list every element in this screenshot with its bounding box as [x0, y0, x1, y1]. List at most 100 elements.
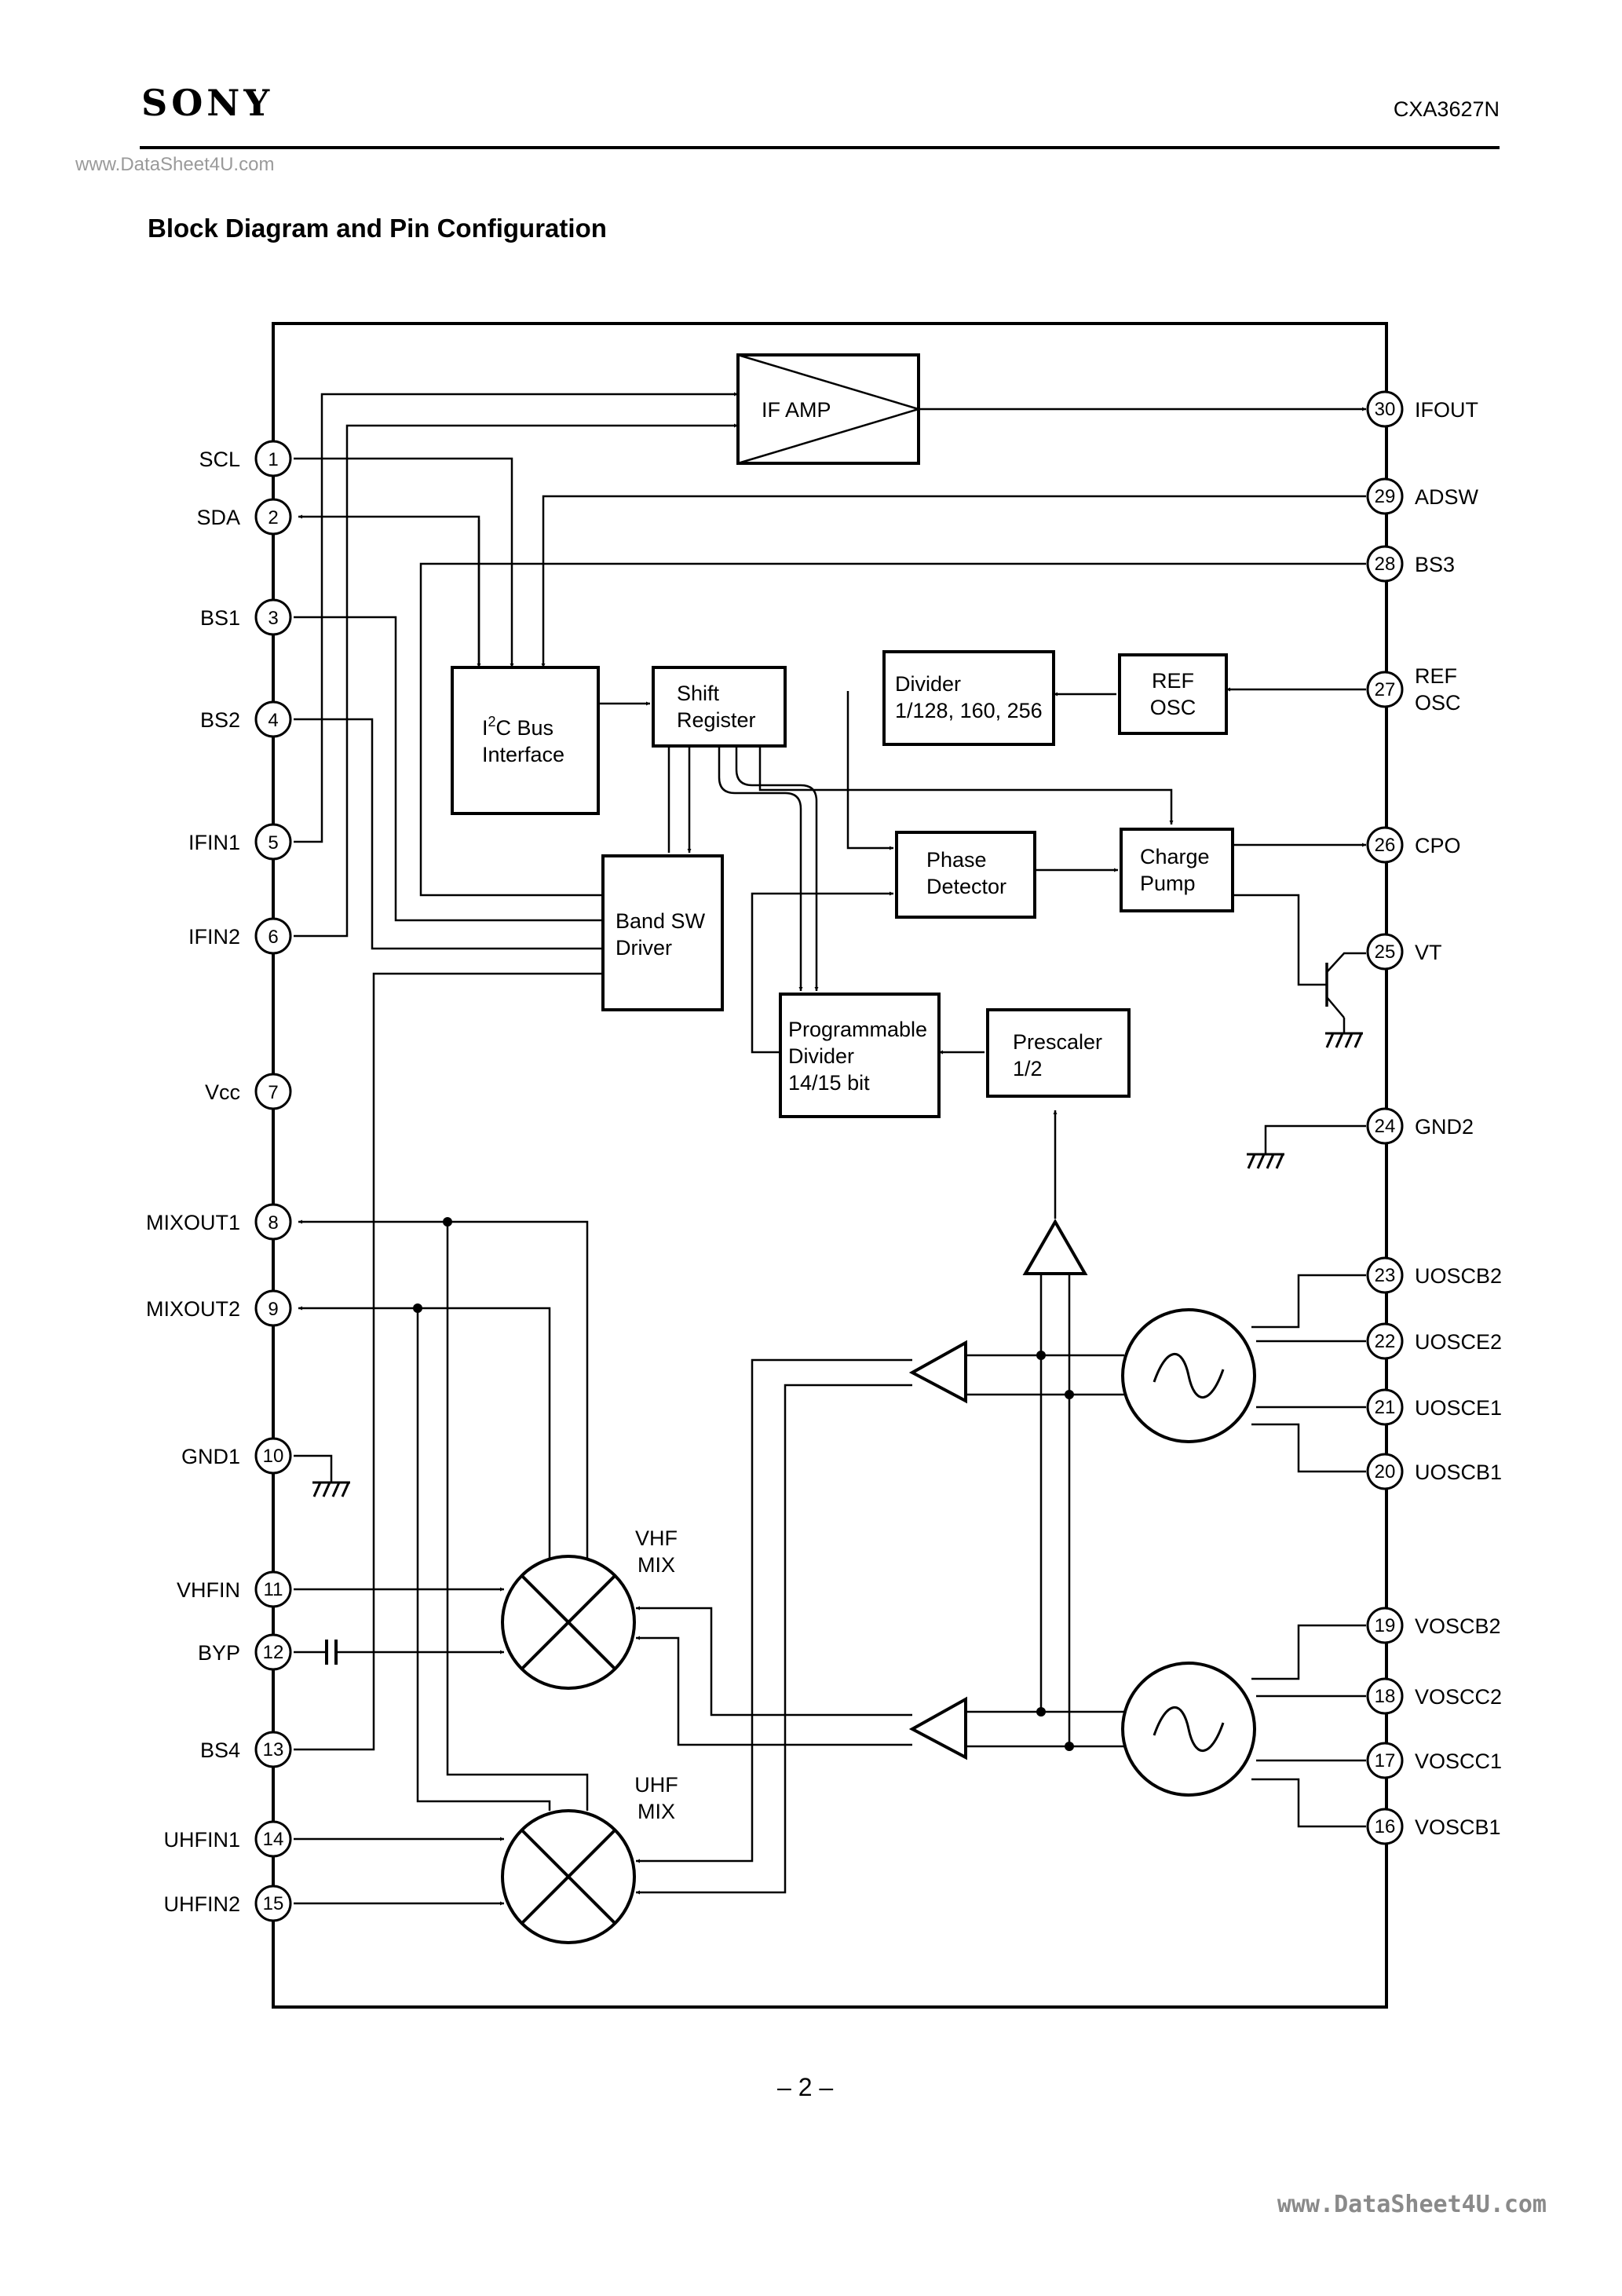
pin-23: 23 UOSCB2: [1366, 1256, 1502, 1294]
shift-register-block: [652, 666, 787, 748]
pin-7: 7 Vcc: [205, 1073, 292, 1110]
pin-number: 18: [1375, 1686, 1396, 1707]
pin-label: VOSCC2: [1415, 1685, 1502, 1709]
ground-icon: [1325, 1032, 1363, 1048]
programmable-divider-label-3: 14/15 bit: [788, 1071, 870, 1095]
pin-number: 26: [1375, 835, 1396, 856]
pin-label: VOSCC1: [1415, 1749, 1502, 1773]
pin-label: BS2: [200, 708, 240, 732]
vhf-mixer-icon: [501, 1555, 636, 1690]
watermark-top-link[interactable]: www.DataSheet4U.com: [75, 154, 275, 175]
pin-label: VT: [1415, 941, 1442, 964]
vhf-osc-buffer-amp-icon: [908, 1696, 967, 1760]
charge-pump-block: [1120, 828, 1234, 912]
pin-14: 14 UHFIN1: [163, 1820, 292, 1858]
pin-label: BS1: [200, 606, 240, 630]
pin-number: 22: [1375, 1331, 1396, 1352]
pin-18: 18 VOSCC2: [1366, 1677, 1502, 1715]
divider-label-2: 1/128, 160, 256: [895, 699, 1043, 722]
pin-label: VHFIN: [177, 1578, 240, 1602]
band-sw-driver-block: [601, 854, 724, 1011]
pin-number: 6: [268, 927, 278, 948]
pin-13: 13 BS4: [200, 1731, 292, 1768]
page-number: – 2 –: [777, 2073, 834, 2101]
pin-number: 29: [1375, 486, 1396, 507]
pin-number: 24: [1375, 1116, 1396, 1137]
pin-label: UOSCE1: [1415, 1396, 1502, 1420]
pin-number: 15: [263, 1893, 284, 1914]
pin-number: 17: [1375, 1750, 1396, 1771]
bypass-capacitor-icon: [325, 1640, 338, 1665]
pin-number: 19: [1375, 1615, 1396, 1636]
if-amp-triangle-icon: [737, 353, 922, 465]
prescaler-label-1: Prescaler: [1013, 1030, 1102, 1054]
pin-label: Vcc: [205, 1080, 240, 1104]
pin-number: 25: [1375, 941, 1396, 963]
vhf-mix-label-2: MIX: [637, 1553, 675, 1577]
ground-icon: [312, 1481, 350, 1497]
pin-label: BS4: [200, 1738, 240, 1762]
if-amp-label: IF AMP: [762, 398, 831, 422]
uhf-mix-label-1: UHF: [634, 1773, 678, 1797]
pin-15: 15 UHFIN2: [163, 1885, 292, 1922]
uhf-oscillator-icon: [1121, 1308, 1256, 1443]
pin-label: REF: [1415, 664, 1457, 688]
pin-label: ADSW: [1415, 485, 1479, 509]
pin-22: 22 UOSCE2: [1366, 1322, 1502, 1360]
pin-number: 7: [268, 1082, 278, 1103]
pin-label: UHFIN1: [163, 1828, 240, 1852]
pin-label: VOSCB2: [1415, 1614, 1501, 1638]
pin-label: MIXOUT2: [146, 1297, 240, 1321]
pin-label-line2: OSC: [1415, 691, 1461, 715]
pin-number: 13: [263, 1739, 284, 1760]
band-sw-driver-label-1: Band SW: [616, 909, 706, 933]
prescaler-label-2: 1/2: [1013, 1057, 1043, 1080]
watermark-bottom-link[interactable]: www.DataSheet4U.com: [1277, 2191, 1547, 2218]
wiring: [294, 392, 1366, 1906]
pin-number: 20: [1375, 1461, 1396, 1483]
shift-register-label-1: Shift: [677, 682, 720, 705]
pin-label: UHFIN2: [163, 1892, 240, 1916]
pin-3: 3 BS1: [200, 598, 292, 636]
pin-number: 21: [1375, 1397, 1396, 1418]
pin-27: 27 REF OSC: [1366, 664, 1461, 715]
divider-block: [882, 650, 1055, 746]
pin-25: 25 VT: [1366, 933, 1442, 971]
pin-label: UOSCB2: [1415, 1264, 1502, 1288]
prescaler-block: [986, 1008, 1131, 1098]
i2c-bus-label: I2C Bus: [482, 714, 553, 740]
pin-number: 14: [263, 1829, 284, 1850]
pin-label: UOSCE2: [1415, 1330, 1502, 1354]
i2c-interface-label: Interface: [482, 743, 564, 766]
phase-detector-block: [895, 831, 1036, 919]
divider-label-1: Divider: [895, 672, 961, 696]
phase-detector-label-2: Detector: [926, 875, 1006, 898]
pin-17: 17 VOSCC1: [1366, 1742, 1502, 1779]
vhf-mix-label-1: VHF: [635, 1526, 678, 1550]
pin-number: 23: [1375, 1265, 1396, 1286]
ref-osc-label-1: REF: [1152, 669, 1194, 693]
pin-number: 4: [268, 710, 278, 731]
sony-logo: SONY: [141, 82, 274, 124]
pin-number: 3: [268, 608, 278, 629]
section-title: Block Diagram and Pin Configuration: [148, 214, 607, 243]
if-amp-block: [736, 353, 920, 465]
pin-number: 27: [1375, 679, 1396, 700]
pin-19: 19 VOSCB2: [1366, 1607, 1501, 1644]
programmable-divider-label-1: Programmable: [788, 1018, 927, 1041]
pin-21: 21 UOSCE1: [1366, 1388, 1502, 1426]
pin-label: UOSCB1: [1415, 1461, 1502, 1484]
ground-icon: [1247, 1153, 1284, 1169]
band-sw-driver-label-2: Driver: [616, 936, 672, 960]
pin-label: SCL: [199, 448, 240, 471]
